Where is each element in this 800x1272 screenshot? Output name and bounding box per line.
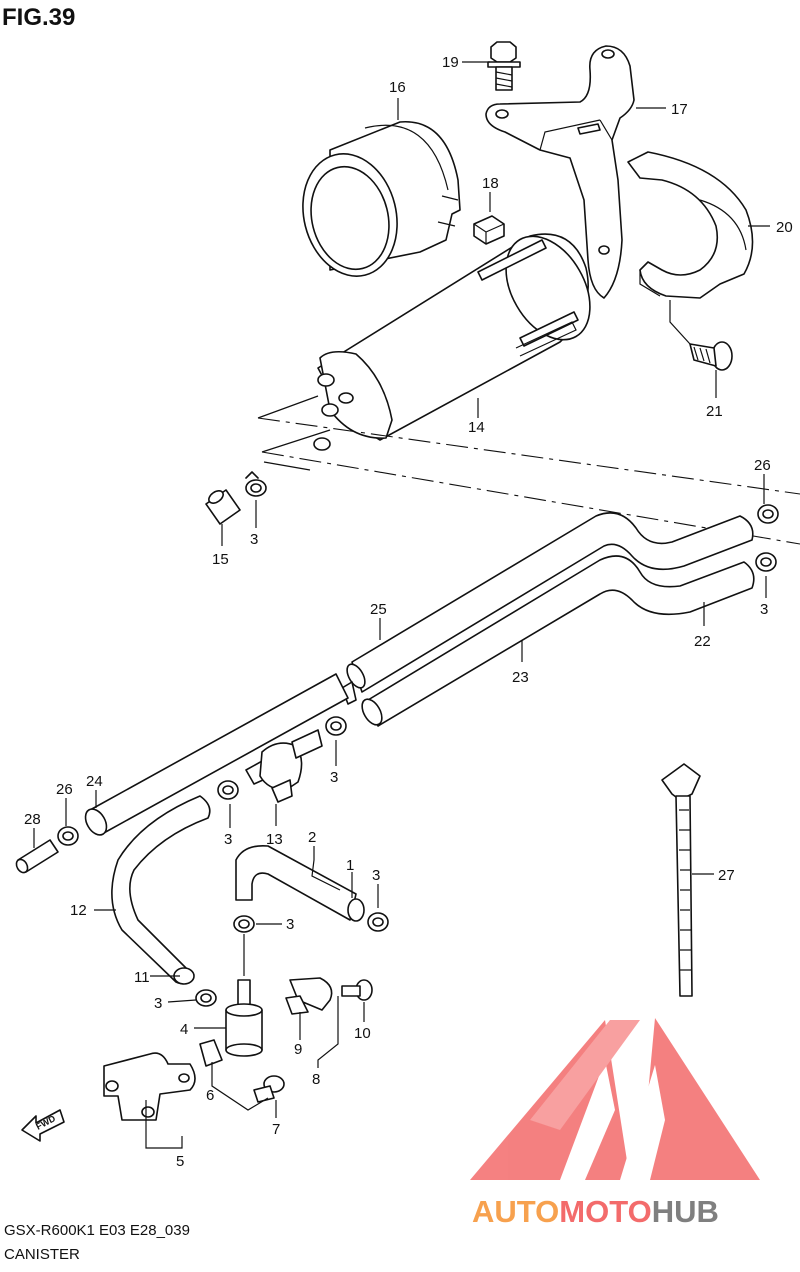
cable-tie-27: [661, 763, 701, 997]
canister-14: [313, 233, 591, 451]
callout-26-left: 26: [56, 781, 73, 798]
bolt-10: [341, 979, 373, 1001]
callout-12: 12: [70, 902, 87, 919]
callout-10: 10: [354, 1025, 371, 1042]
callout-5: 5: [176, 1153, 184, 1170]
bracket-17: [485, 45, 635, 299]
clamp-3-f: [233, 915, 255, 933]
clamp-3-d: [217, 780, 239, 800]
callout-21: 21: [706, 403, 723, 420]
hose-15: [205, 489, 241, 525]
callout-14: 14: [468, 419, 485, 436]
clamp-26-a: [757, 504, 779, 524]
callout-3-valve: 3: [330, 769, 338, 786]
callout-6: 6: [206, 1087, 214, 1104]
clamp-3-a: [245, 471, 267, 497]
joint-28: [15, 839, 59, 874]
callout-20: 20: [776, 219, 793, 236]
callout-1: 1: [346, 857, 354, 874]
callout-3-bottom: 3: [154, 995, 162, 1012]
callout-26-top: 26: [754, 457, 771, 474]
callout-3-mid: 3: [224, 831, 232, 848]
callout-25: 25: [370, 601, 387, 618]
valve-13: [245, 729, 323, 803]
clip-6: [199, 1039, 223, 1067]
callout-3-pipe: 3: [372, 867, 380, 884]
clip-18: [473, 215, 505, 245]
callout-3-upper-left: 3: [250, 531, 258, 548]
centerline-2: [261, 451, 800, 545]
clamp-3-e: [367, 912, 389, 932]
callout-17: 17: [671, 101, 688, 118]
screw-7: [253, 1075, 285, 1103]
screw-21: [689, 341, 733, 371]
callout-4: 4: [180, 1021, 188, 1038]
hose-24: [84, 673, 349, 836]
forward-direction-arrow-icon: FWD: [21, 1109, 65, 1142]
callout-3-right: 3: [760, 601, 768, 618]
callout-23: 23: [512, 669, 529, 686]
callout-9: 9: [294, 1041, 302, 1058]
bracket-5: [103, 1052, 196, 1121]
centerline-1: [257, 417, 800, 495]
clamp-20: [627, 151, 754, 299]
hose-12: [111, 795, 211, 985]
callout-11: 11: [134, 969, 150, 986]
callout-22: 22: [694, 633, 711, 650]
clamp-26-b: [57, 826, 79, 846]
hose-22: [361, 555, 755, 727]
callout-2: 2: [308, 829, 316, 846]
clamp-3-g: [195, 989, 217, 1007]
callout-24: 24: [86, 773, 103, 790]
callout-7: 7: [272, 1121, 280, 1138]
figure-title: FIG.39: [2, 4, 76, 31]
callout-27: 27: [718, 867, 735, 884]
section-name-label: CANISTER: [4, 1246, 80, 1263]
callout-28: 28: [24, 811, 41, 828]
bracket-8: [285, 977, 333, 1015]
clamp-3-b: [755, 552, 777, 572]
callout-13: 13: [266, 831, 283, 848]
callout-3-lower: 3: [286, 916, 294, 933]
hose-2: [235, 844, 365, 922]
callout-19: 19: [442, 54, 459, 71]
watermark-text: AUTOMOTOHUB: [472, 1194, 719, 1229]
callout-8: 8: [312, 1071, 320, 1088]
leader-lines: [33, 61, 770, 1149]
clamp-3-c: [325, 716, 347, 736]
guide-line-1: [257, 395, 331, 471]
bolt-19: [487, 41, 521, 91]
joint-4: [225, 979, 263, 1057]
canister-cap-16: [302, 121, 461, 277]
callout-15: 15: [212, 551, 229, 568]
callout-18: 18: [482, 175, 499, 192]
watermark-logo: [470, 1018, 760, 1180]
model-code-label: GSX-R600K1 E03 E28_039: [4, 1222, 190, 1239]
callout-16: 16: [389, 79, 406, 96]
